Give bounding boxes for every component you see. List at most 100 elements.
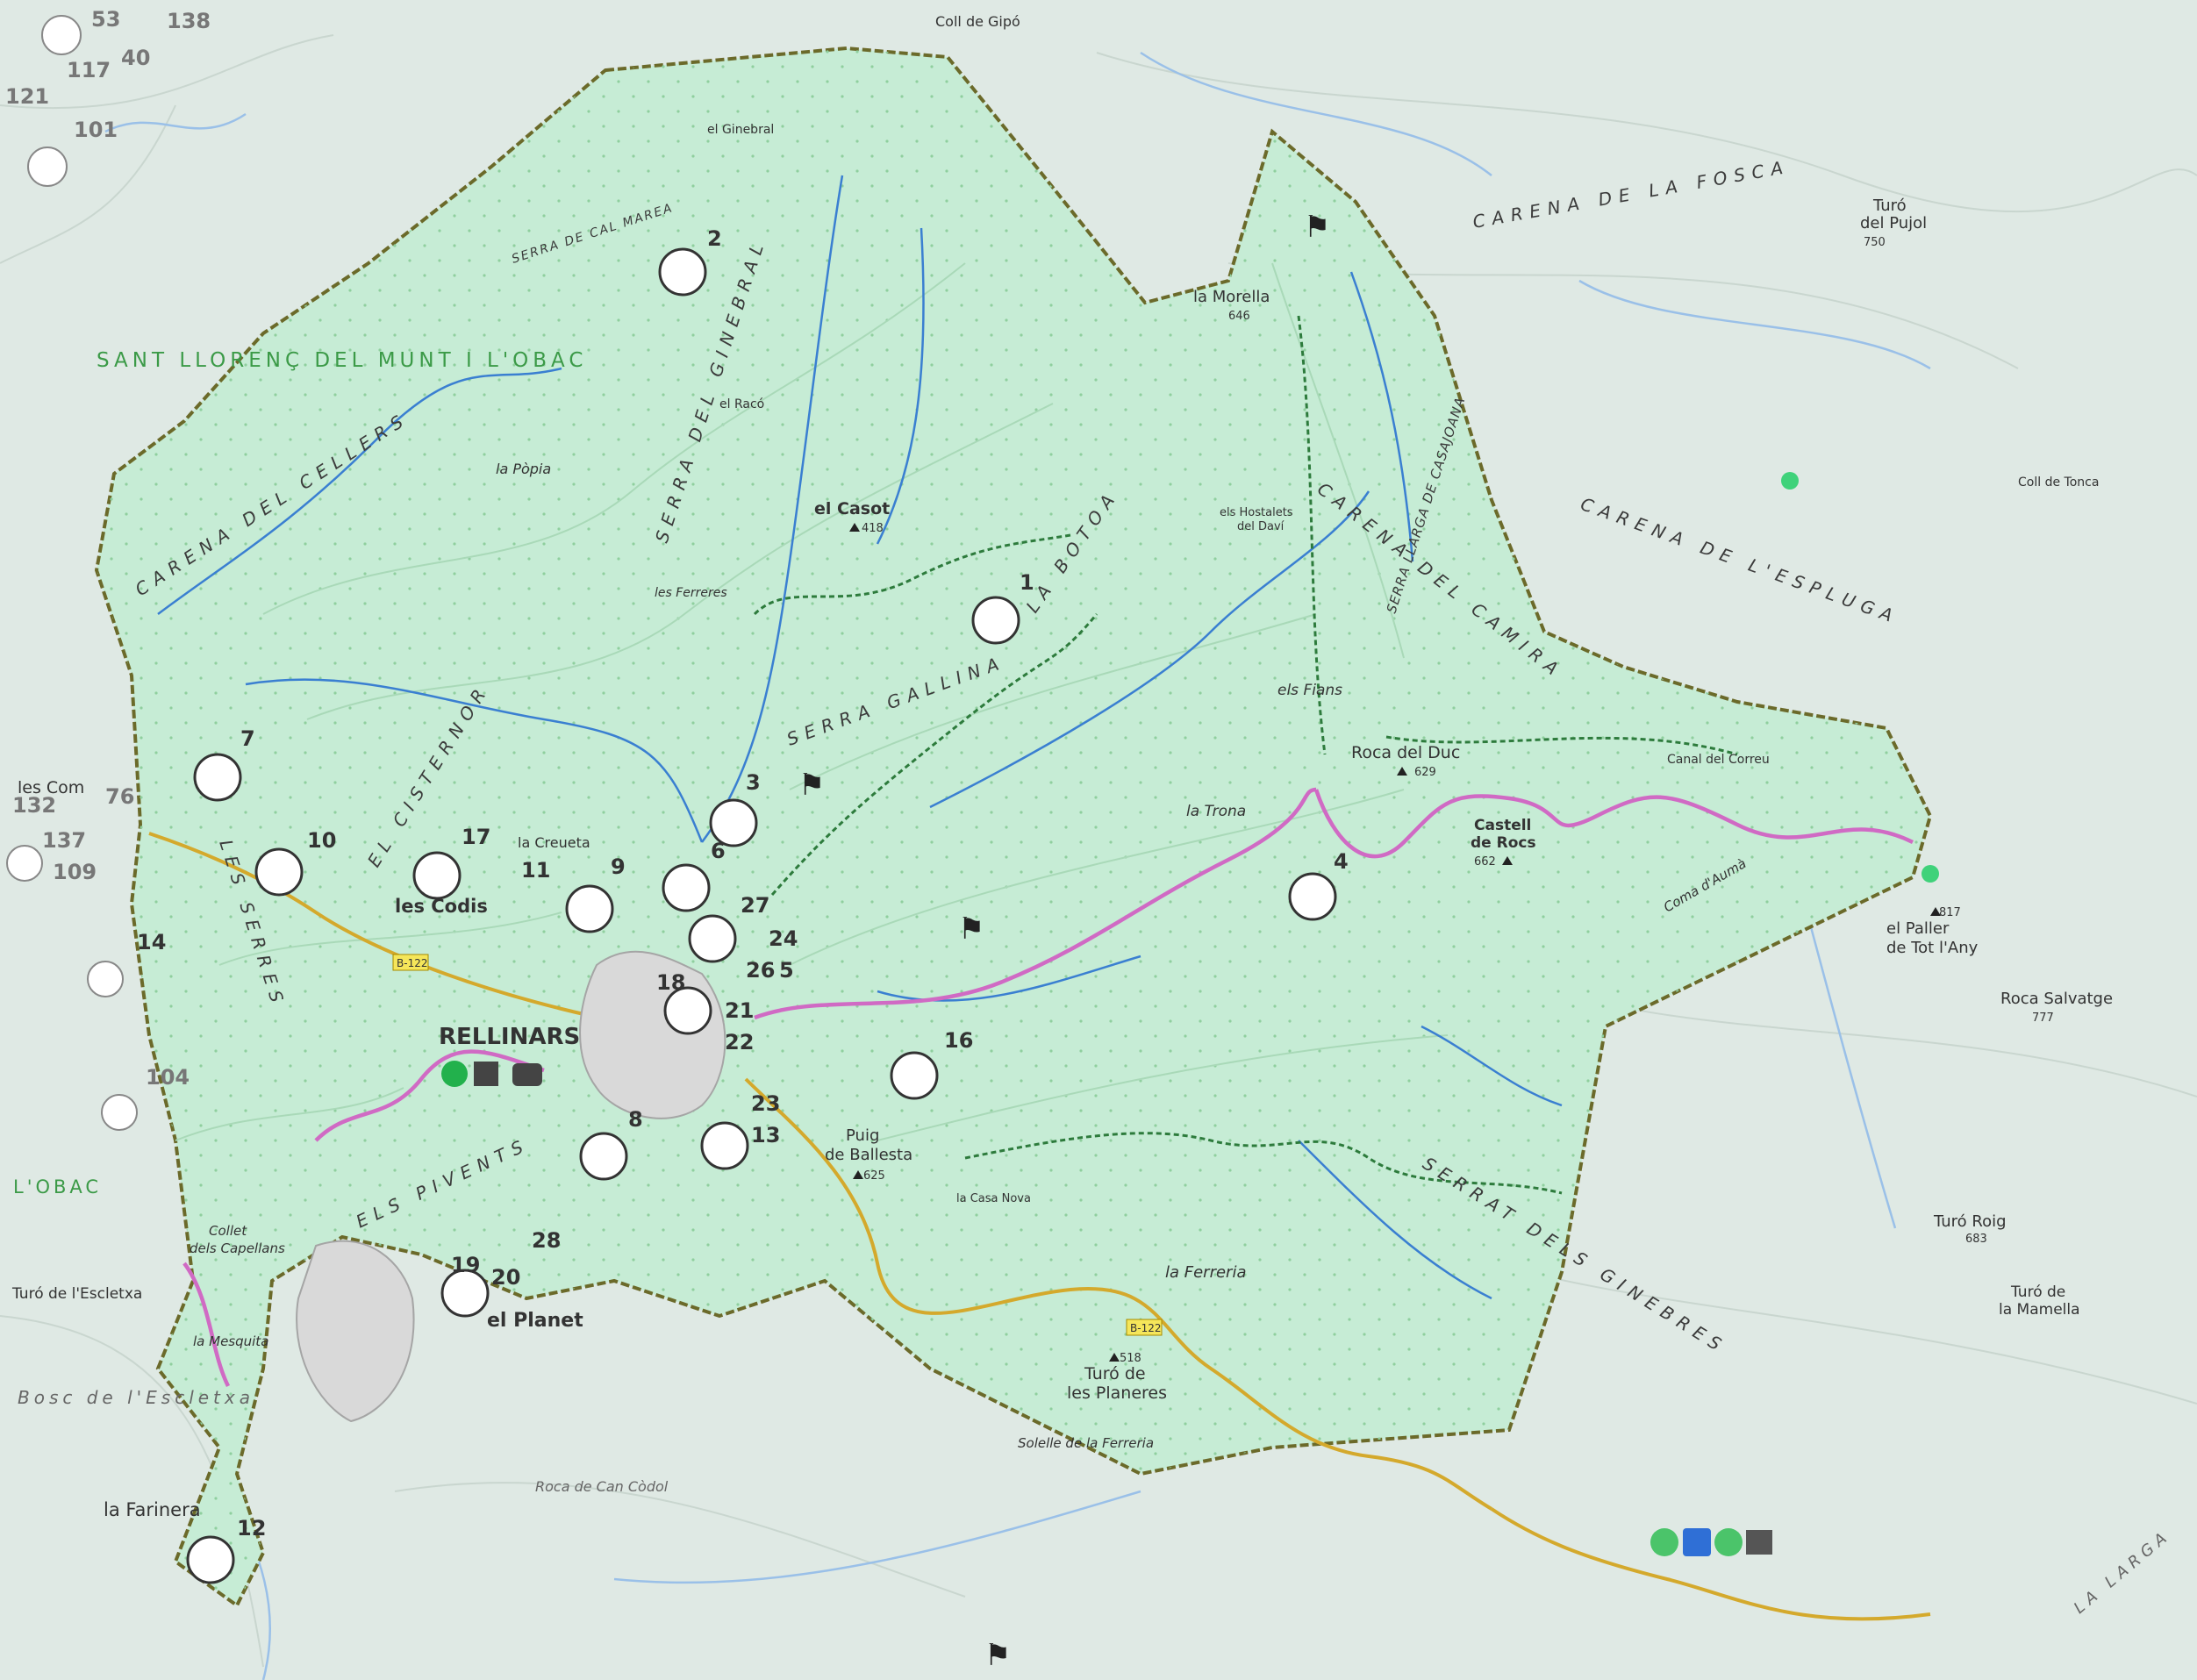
pink-trails <box>182 787 1914 1388</box>
town-label: RELLINARS <box>439 1024 580 1050</box>
label-casot: el Casot <box>814 499 890 518</box>
ridge-escletxa: Bosc de l'Escletxa <box>18 1387 254 1408</box>
poi-28-label: 28 <box>532 1228 561 1253</box>
poi-11[interactable]: 11 <box>521 858 614 933</box>
poi-7-label: 7 <box>240 726 255 751</box>
label-coll-gipo: Coll de Gipó <box>935 13 1020 30</box>
edge-132: 132 <box>12 793 56 818</box>
poi-21[interactable]: 21 <box>725 998 754 1023</box>
poi-6-label: 6 <box>711 839 726 863</box>
label-castell-2: de Rocs <box>1471 834 1536 852</box>
label-roca-duc: Roca del Duc <box>1351 743 1460 762</box>
poi-24-label: 24 <box>769 926 798 951</box>
town-planet <box>296 1240 415 1423</box>
town-rellinars <box>579 950 726 1119</box>
poi-16-label: 16 <box>944 1028 973 1053</box>
svg-text:B-122: B-122 <box>1130 1322 1161 1334</box>
poi-21-label: 21 <box>725 998 754 1023</box>
label-capellans-1: Collet <box>209 1223 247 1239</box>
label-pujol-2: del Pujol <box>1860 214 1927 232</box>
poi-10-label: 10 <box>307 828 336 853</box>
label-comes: les Com <box>18 778 84 797</box>
label-solelle: Solelle de la Ferreria <box>1018 1435 1154 1451</box>
label-farinera: la Farinera <box>104 1499 201 1520</box>
region-label: SANT LLORENÇ DEL MUNT I L'OBAC <box>97 349 587 372</box>
poi-7[interactable]: 7 <box>193 726 255 802</box>
poi-14[interactable]: 14 <box>137 930 166 954</box>
poi-2-label: 2 <box>707 226 722 251</box>
label-canal-correu: Canal del Correu <box>1667 753 1770 767</box>
poi-22-label: 22 <box>725 1030 754 1054</box>
svg-text:⚑: ⚑ <box>958 911 984 947</box>
label-ferreria: la Ferreria <box>1165 1263 1247 1282</box>
poi-20[interactable]: 20 <box>491 1265 520 1290</box>
label-turo-2: les Planeres <box>1067 1383 1167 1403</box>
label-castell-elev: 662 <box>1474 855 1496 869</box>
poi-5[interactable]: 5 <box>779 958 794 983</box>
green-service-icon <box>441 1061 468 1087</box>
edge-138: 138 <box>167 9 211 33</box>
label-mesquita: la Mesquita <box>193 1333 268 1349</box>
poi-1-label: 1 <box>1020 570 1034 595</box>
poi-22[interactable]: 22 <box>725 1030 754 1054</box>
poi-4[interactable]: 4 <box>1288 849 1349 921</box>
poi-12-label: 12 <box>237 1516 266 1541</box>
poi-18[interactable]: 18 <box>656 970 712 1035</box>
green-trails <box>753 315 1738 1195</box>
label-castell-1: Castell <box>1474 817 1531 834</box>
label-casa-nova: la Casa Nova <box>956 1192 1031 1205</box>
poi-19-label: 19 <box>451 1253 480 1277</box>
poi-1[interactable]: 1 <box>971 570 1034 645</box>
edge-icons <box>6 15 138 1131</box>
edge-109: 109 <box>53 860 97 884</box>
poi-17[interactable]: 17 <box>412 825 490 900</box>
rivers <box>157 175 1563 1300</box>
poi-markers[interactable]: 1 2 3 4 5 6 7 8 9 10 11 12 13 14 16 17 1… <box>137 226 1349 1584</box>
label-morella-elev: 646 <box>1228 310 1250 323</box>
svg-text:⚑: ⚑ <box>984 1638 1011 1673</box>
road-tag-b: B-122 <box>1126 1319 1163 1336</box>
poi-3[interactable]: 3 <box>746 770 761 795</box>
poi-8-label: 8 <box>628 1107 643 1132</box>
poi-26[interactable]: 26 <box>746 958 775 983</box>
edge-76: 76 <box>105 784 134 809</box>
poi-18-label: 18 <box>656 970 685 995</box>
label-mamella-1: Turó de <box>2010 1283 2065 1301</box>
poi-27[interactable]: 27 <box>741 893 769 918</box>
label-hostalets-2: del Daví <box>1237 520 1285 533</box>
obac-label: L'OBAC <box>13 1176 102 1197</box>
label-puig-2: de Ballesta <box>825 1146 912 1164</box>
label-turo-1: Turó de <box>1084 1364 1146 1383</box>
poi-23[interactable]: 23 <box>751 1091 780 1116</box>
label-salvatge: Roca Salvatge <box>2000 990 2113 1008</box>
label-planet: el Planet <box>487 1310 583 1332</box>
label-puig-1: Puig <box>846 1126 879 1145</box>
poi-10[interactable]: 10 <box>254 828 336 897</box>
contour-lines <box>175 262 1449 1141</box>
info-e-icon <box>1650 1528 1678 1556</box>
label-capellans-2: dels Capellans <box>190 1240 285 1256</box>
poi-9[interactable]: 9 <box>611 854 711 912</box>
poi-6[interactable]: 6 <box>709 798 758 863</box>
label-raco: el Racó <box>719 397 764 411</box>
edge-101: 101 <box>74 118 118 142</box>
edge-117: 117 <box>67 58 111 82</box>
label-roca-duc-elev: 629 <box>1414 766 1436 779</box>
poi-13[interactable]: 13 <box>700 1121 780 1170</box>
poi-28[interactable]: 28 <box>532 1228 561 1253</box>
label-puig-elev: 625 <box>863 1169 885 1183</box>
label-morella: la Morella <box>1193 288 1270 306</box>
poi-19[interactable]: 19 <box>440 1253 490 1318</box>
poi-8[interactable]: 8 <box>579 1107 643 1181</box>
poi-4-label: 4 <box>1334 849 1349 874</box>
info-i-icon <box>1714 1528 1743 1556</box>
poi-12[interactable]: 12 <box>186 1516 266 1584</box>
poi-16[interactable]: 16 <box>890 1028 973 1100</box>
info-legend[interactable] <box>1650 1528 1772 1556</box>
poi-3-label: 3 <box>746 770 761 795</box>
poi-2[interactable]: 2 <box>658 226 722 297</box>
label-hostalets-1: els Hostalets <box>1220 506 1293 519</box>
poi-24[interactable]: 24 <box>688 914 798 963</box>
poi-20-label: 20 <box>491 1265 520 1290</box>
